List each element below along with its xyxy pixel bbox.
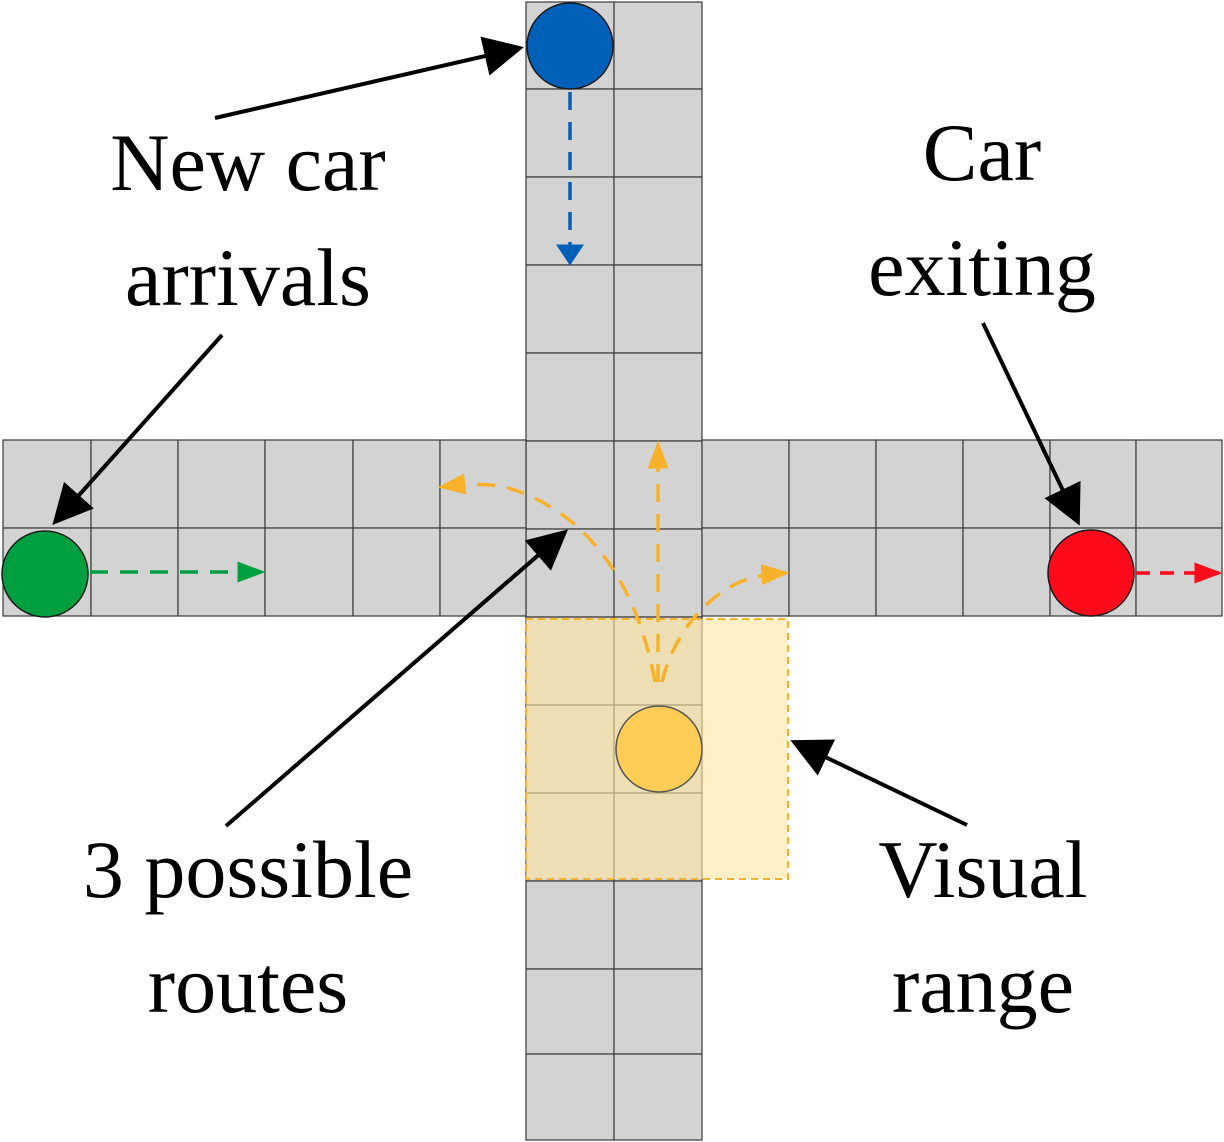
- road-cell-vertical: [525, 968, 615, 1055]
- road-cell-vertical: [613, 528, 703, 618]
- label-visual-range-line1: Visual: [878, 824, 1087, 915]
- road-cell-vertical: [613, 88, 703, 178]
- road-cell-horizontal: [90, 439, 179, 529]
- road-cell-vertical: [525, 528, 615, 618]
- label-car-exiting-line2: exiting: [868, 222, 1096, 313]
- road-cell-horizontal: [352, 439, 441, 529]
- road-cell-horizontal: [788, 527, 877, 617]
- road-cell-vertical: [613, 1053, 703, 1141]
- road-cell-horizontal: [1135, 439, 1223, 529]
- pointer-routes: [224, 529, 569, 828]
- label-routes-line1: 3 possible: [83, 824, 413, 915]
- road-cell-horizontal: [1049, 439, 1137, 529]
- road-cell-horizontal: [962, 527, 1051, 617]
- road-cell-horizontal: [352, 527, 441, 617]
- road-cell-vertical: [613, 264, 703, 354]
- yellow-car: [615, 705, 703, 793]
- road-cell-horizontal: [264, 527, 354, 617]
- road-cell-vertical: [613, 968, 703, 1055]
- road-cell-horizontal: [2, 439, 92, 529]
- pointer-car-exiting: [981, 322, 1081, 526]
- pointer-new-car-left: [52, 333, 224, 525]
- road-cell-vertical: [525, 352, 615, 442]
- road-cell-horizontal: [701, 527, 790, 617]
- road-cell-horizontal: [875, 527, 964, 617]
- road-cell-vertical: [525, 1053, 615, 1141]
- road-cell-vertical: [613, 176, 703, 266]
- road-cell-horizontal: [875, 439, 964, 529]
- label-new-car-line2: arrivals: [125, 232, 371, 323]
- label-visual-range-line2: range: [892, 939, 1074, 1030]
- road-cell-vertical: [613, 352, 703, 442]
- road-cell-vertical: [525, 440, 615, 530]
- road-cell-vertical: [525, 880, 615, 970]
- route-right-arrow: [660, 564, 790, 683]
- road-cell-vertical: [613, 880, 703, 970]
- blue-car: [526, 2, 614, 90]
- possible-routes: [437, 440, 790, 683]
- road-cell-vertical: [613, 1, 703, 90]
- label-new-car-line1: New car: [110, 117, 385, 208]
- pointer-visual-range: [790, 739, 968, 827]
- road-cell-horizontal: [701, 439, 790, 529]
- road-cell-horizontal: [177, 439, 266, 529]
- road-cell-horizontal: [788, 439, 877, 529]
- label-car-exiting-line1: Car: [923, 107, 1041, 198]
- road-cell-horizontal: [264, 439, 354, 529]
- road-cell-horizontal: [962, 439, 1051, 529]
- green-car: [1, 530, 89, 618]
- pointer-new-car-top: [214, 36, 524, 120]
- label-routes-line2: routes: [148, 939, 348, 1030]
- road-cell-vertical: [525, 264, 615, 354]
- red-car: [1047, 529, 1135, 617]
